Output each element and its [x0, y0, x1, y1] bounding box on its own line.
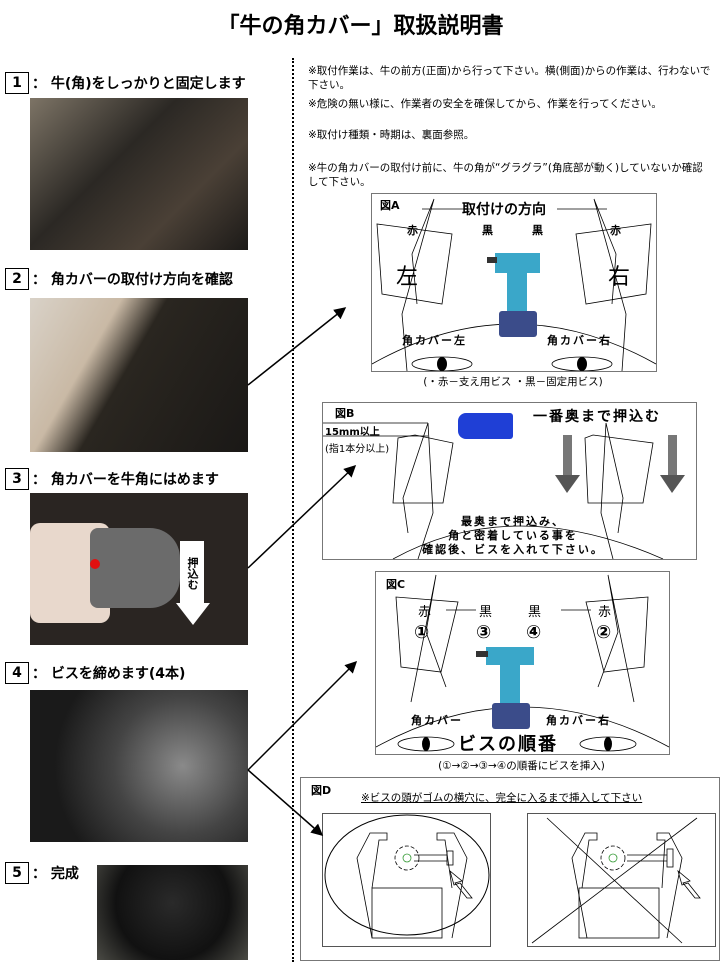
- order-1: ①: [414, 622, 430, 643]
- step-3-photo-fit-cover: 押込む: [30, 493, 248, 645]
- arrow-to-figure-a: [247, 307, 347, 386]
- step-1-label: ： 牛(角)をしっかりと固定します: [32, 76, 246, 92]
- red-dot: [90, 559, 100, 569]
- horn-push-drawing: [323, 422, 685, 559]
- step-4-photo-tighten-screws: [30, 690, 248, 842]
- instruction-line-1: 最奥まで押込み、: [461, 515, 565, 528]
- figure-d-label: 図D: [311, 784, 332, 797]
- horn-outline-drawing: [372, 198, 656, 371]
- step-1-photo-cow-fixed: [30, 98, 248, 250]
- step-3-number: 3: [5, 468, 29, 490]
- figure-d: 図D ※ビスの頭がゴムの横穴に、完全に入るまで挿入して下さい: [300, 777, 720, 961]
- figure-a-heading: 取付けの方向: [462, 202, 546, 218]
- cover-right-label: 角カバー右: [547, 334, 612, 347]
- red-screw-left: 赤: [418, 605, 432, 620]
- figure-c-heading: ビスの順番: [458, 734, 558, 755]
- figure-c-caption: (①→②→③→④の順番にビスを挿入): [438, 760, 605, 772]
- note-reference: ※取付け種類・時期は、裏面参照。: [308, 129, 475, 141]
- left-label: 左: [396, 265, 419, 290]
- step-4-number: 4: [5, 662, 29, 684]
- note-safety: ※危険の無い様に、作業者の安全を確保してから、作業を行ってください。: [308, 98, 662, 110]
- step-1-number: 1: [5, 72, 29, 94]
- figure-c-label: 図C: [386, 578, 406, 591]
- figure-a-label: 図A: [380, 199, 400, 212]
- step-5-photo-complete: [97, 865, 248, 960]
- arrow-to-figure-c: [247, 660, 358, 771]
- cover-left-label: 角カバー: [411, 714, 463, 727]
- figure-b-label: 図B: [335, 407, 355, 420]
- incorrect-insertion-drawing: [527, 813, 716, 947]
- cover-left-label: 角カバー左: [402, 334, 467, 347]
- down-arrow-icon: [176, 603, 210, 625]
- step-2-label: ： 角カバーの取付け方向を確認: [32, 272, 233, 288]
- black-screw-right: 黒: [528, 605, 542, 620]
- drill-icon: [476, 647, 536, 732]
- step-4-label: ： ビスを締めます(4本): [32, 666, 186, 682]
- order-3: ③: [476, 622, 492, 643]
- depth-label: 15mm以上: [325, 427, 380, 438]
- red-screw-right: 赤: [598, 605, 612, 620]
- step-5-label: ： 完成: [32, 866, 79, 882]
- black-screw-left: 黒: [479, 605, 493, 620]
- red-screw-left: 赤: [407, 224, 418, 237]
- figure-b: 図B 15mm以上 (指1本分以上) 一番奥まで押込む 最奥まで押込み、 角と密…: [322, 402, 697, 560]
- drill-icon: [487, 249, 542, 339]
- step-3-label: ： 角カバーを牛角にはめます: [32, 472, 219, 488]
- order-4: ④: [526, 622, 542, 643]
- instruction-line-3: 確認後、ビスを入れて下さい。: [422, 543, 604, 556]
- depth-note: (指1本分以上): [325, 444, 390, 455]
- dotted-divider: [292, 58, 294, 962]
- figure-d-heading: ※ビスの頭がゴムの横穴に、完全に入るまで挿入して下さい: [361, 792, 643, 804]
- red-screw-right: 赤: [610, 224, 621, 237]
- figure-a-caption: (・赤－支え用ビス ・黒－固定用ビス): [423, 376, 603, 388]
- cover-right-label: 角カバー右: [546, 714, 611, 727]
- figure-b-heading: 一番奥まで押込む: [533, 409, 661, 425]
- step-2-number: 2: [5, 268, 29, 290]
- figure-a: 図A 取付けの方向 赤 黒 黒 赤 左 右 角カバー左 角カバー右: [371, 193, 657, 372]
- step-2-photo-check-direction: [30, 298, 248, 452]
- note-check-horn: ※牛の角カバーの取付け前に、牛の角が“グラグラ”(角底部が動く)していないか確認…: [308, 162, 703, 188]
- step-5-number: 5: [5, 862, 29, 884]
- right-label: 右: [608, 265, 631, 290]
- instruction-line-2: 角と密着している事を: [448, 529, 578, 542]
- order-2: ②: [596, 622, 612, 643]
- figure-b-instruction: 最奥まで押込み、 角と密着している事を 確認後、ビスを入れて下さい。: [393, 515, 633, 557]
- black-screw-left: 黒: [482, 224, 493, 237]
- black-screw-right: 黒: [532, 224, 543, 237]
- page-title: 「牛の角カバー」取扱説明書: [217, 14, 504, 39]
- correct-insertion-drawing: [322, 813, 491, 947]
- pointing-hand-icon: [458, 413, 513, 439]
- push-label: 押込む: [180, 541, 204, 605]
- figure-c: 図C 赤 黒 黒 赤 ① ③ ④ ② 角カバー 角カバー右 ビスの順番: [375, 571, 670, 755]
- note-front-work: ※取付作業は、牛の前方(正面)から行って下さい。横(側面)からの作業は、行わない…: [308, 65, 711, 91]
